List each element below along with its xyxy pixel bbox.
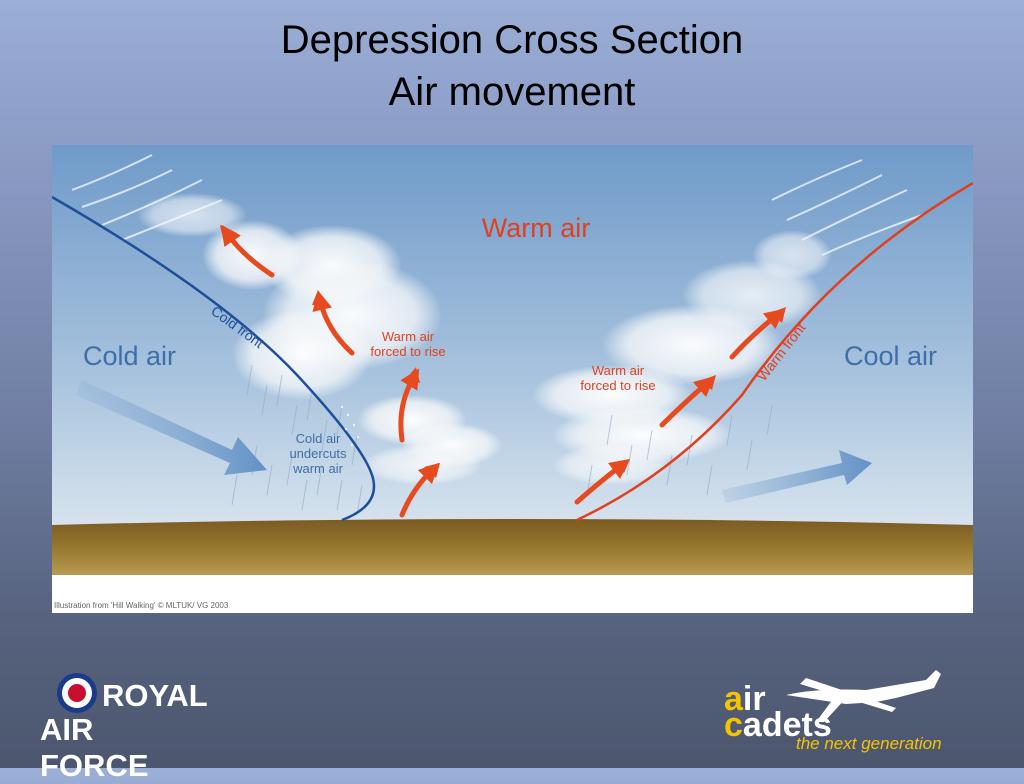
label-forced-right-line1: Warm air — [592, 363, 645, 378]
rain-left — [231, 364, 363, 516]
title-line-2: Air movement — [388, 70, 636, 114]
cold-front-line — [52, 195, 376, 522]
air-cadets-word-cadets: cadets — [724, 708, 832, 742]
label-cold-undercuts-line2: undercuts — [289, 446, 347, 461]
label-cold-undercuts-line3: warm air — [292, 461, 344, 476]
air-cadets-letter-c: c — [724, 706, 743, 744]
label-warm-air: Warm air — [482, 213, 591, 243]
cool-air-arrow — [722, 450, 872, 503]
depression-cross-section-diagram: Warm air Cold air Cool air Cold front Wa… — [52, 145, 973, 613]
ground — [52, 519, 973, 575]
undercut-dots — [340, 405, 360, 447]
diagram-illustration: Warm air Cold air Cool air Cold front Wa… — [52, 145, 973, 613]
warm-front-line — [576, 181, 973, 522]
label-cold-undercuts: Cold air undercuts warm air — [289, 431, 347, 476]
raf-logo-line1: ROYAL — [102, 678, 208, 713]
raf-roundel-icon — [57, 673, 97, 713]
label-cold-undercuts-line1: Cold air — [296, 431, 341, 446]
illustration-credit: Illustration from 'Hill Walking' © MLTUK… — [54, 601, 229, 610]
label-cold-air: Cold air — [83, 341, 176, 371]
air-cadets-logo: air cadets the next generation — [720, 660, 1010, 760]
air-cadets-letter-a: a — [724, 680, 743, 718]
label-forced-right-line2: forced to rise — [580, 378, 655, 393]
air-cadets-word-air: air — [724, 682, 766, 716]
label-forced-left-line1: Warm air — [382, 329, 435, 344]
label-forced-left: Warm air forced to rise — [370, 329, 445, 359]
label-forced-left-line2: forced to rise — [370, 344, 445, 359]
label-cool-air: Cool air — [844, 341, 937, 371]
cold-air-arrow — [76, 380, 267, 475]
arrow-heads — [220, 225, 786, 478]
air-cadets-letters-ir: ir — [742, 680, 766, 718]
air-cadets-tagline: the next generation — [796, 734, 942, 753]
glider-plane-icon — [786, 670, 941, 722]
label-forced-right: Warm air forced to rise — [580, 363, 655, 393]
caption-strip — [52, 575, 973, 613]
air-cadets-letters-adets: adets — [742, 706, 832, 744]
raf-logo-line2: AIR FORCE — [40, 712, 149, 783]
title-line-1: Depression Cross Section — [280, 18, 744, 62]
raf-logo: ROYAL AIR FORCE — [40, 672, 210, 783]
slide-title: Depression Cross Section Air movement — [0, 14, 1024, 118]
